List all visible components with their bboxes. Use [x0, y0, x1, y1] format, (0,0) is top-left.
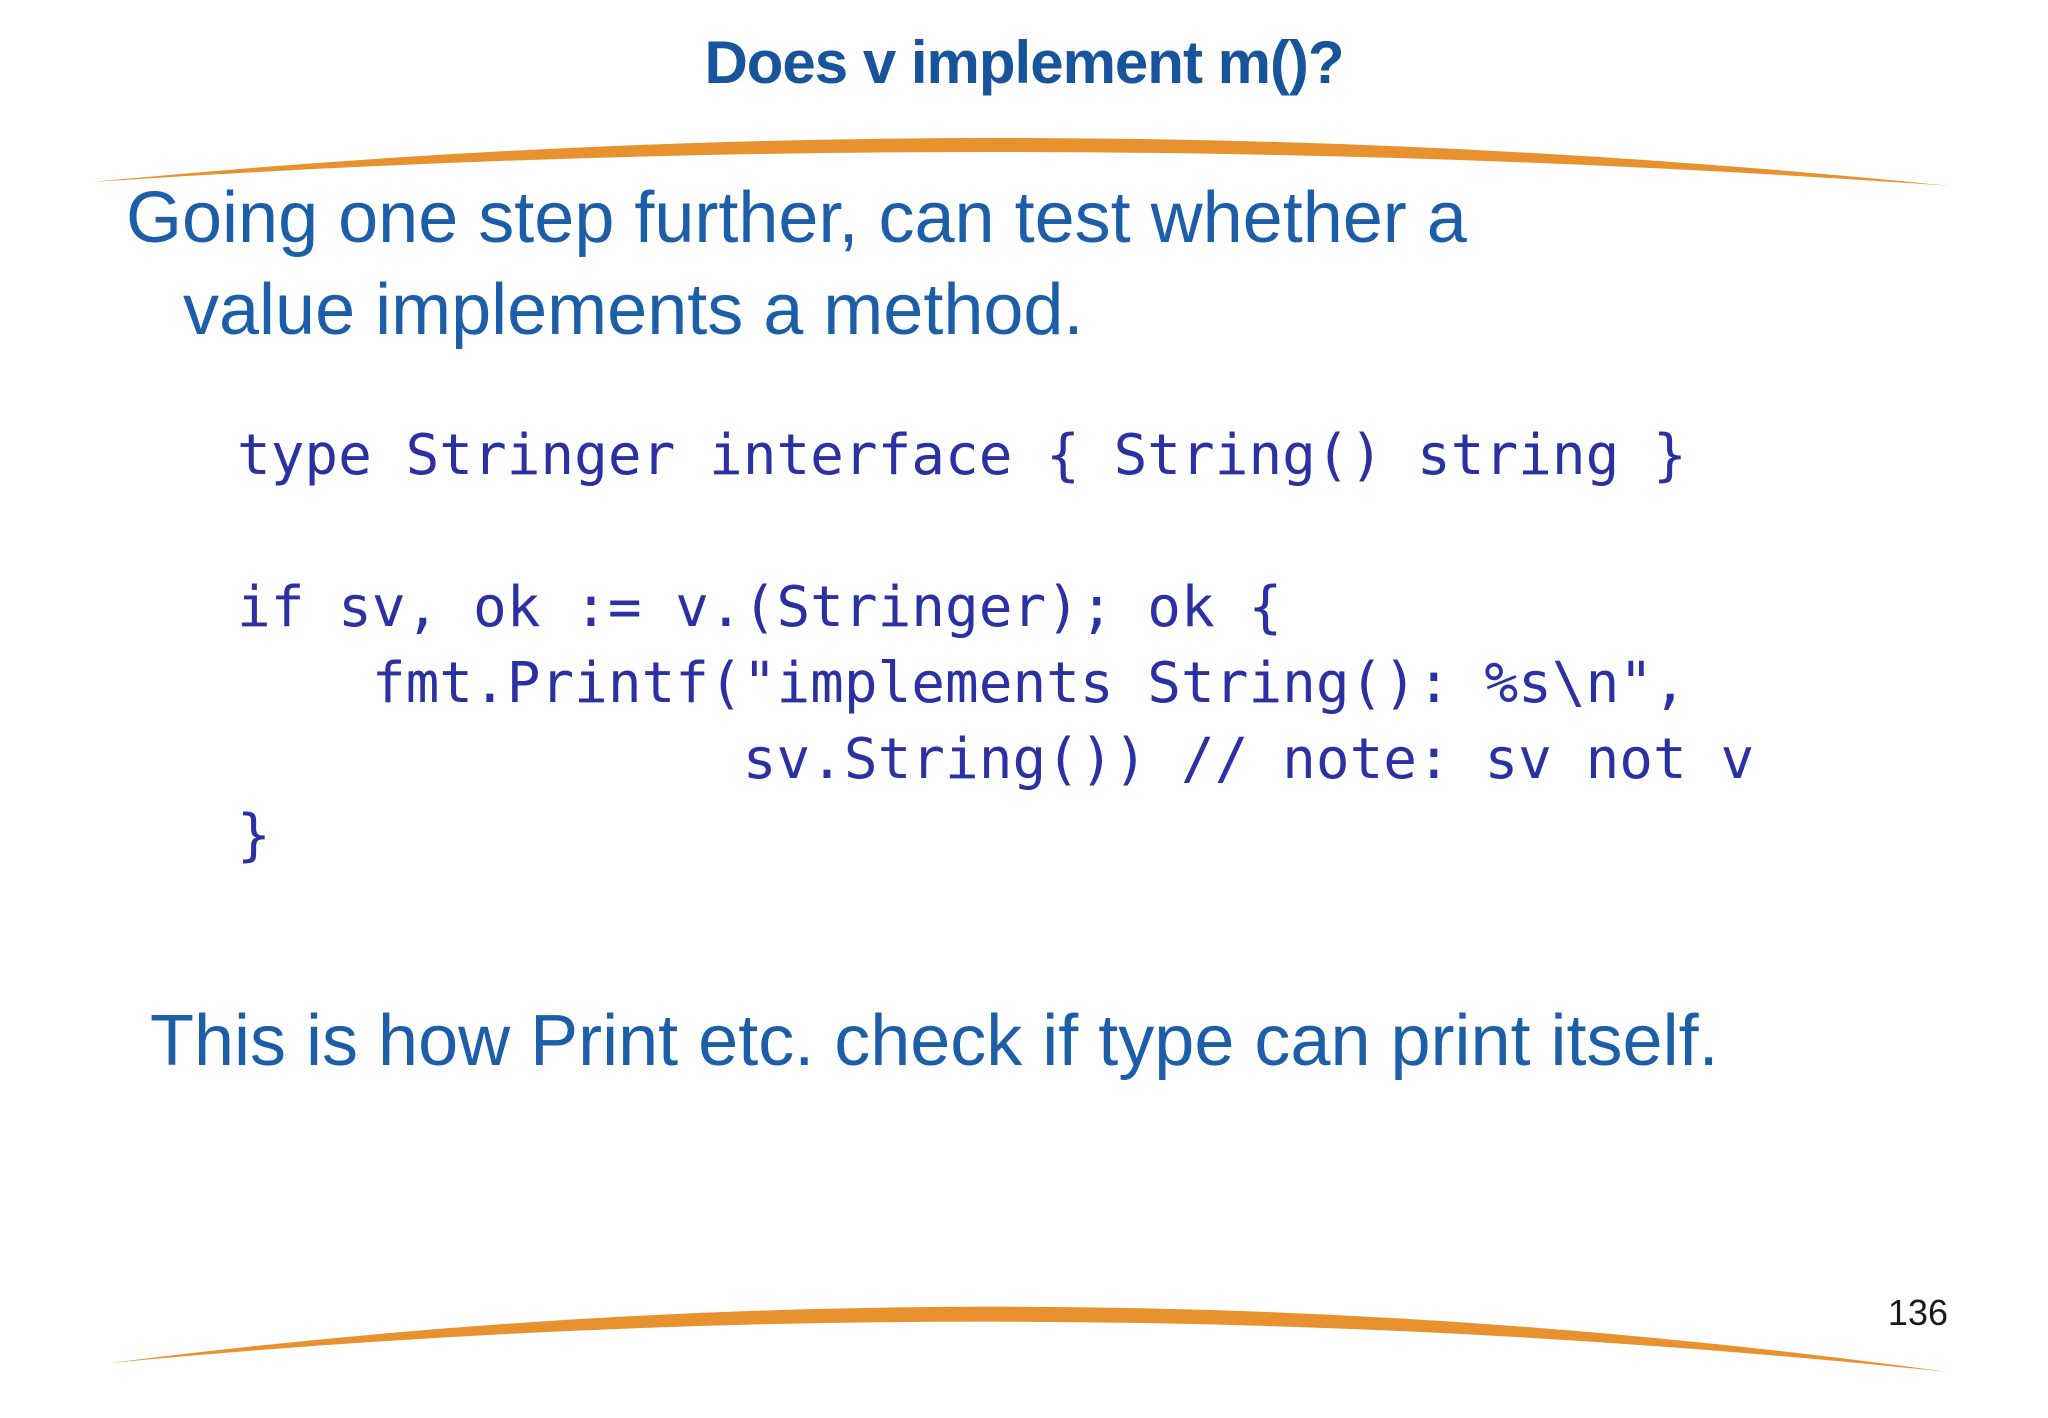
- code-line: }: [237, 803, 271, 868]
- code-line: if sv, ok := v.(Stringer); ok {: [237, 575, 1283, 640]
- intro-line-2: value implements a method.: [183, 270, 1084, 350]
- bottom-arc-divider: [110, 1306, 1948, 1372]
- code-line: [237, 494, 1754, 570]
- closing-sentence: This is how Print etc. check if type can…: [150, 1001, 1719, 1081]
- intro-paragraph: Going one step further, can test whether…: [126, 172, 1467, 356]
- code-line: fmt.Printf("implements String(): %s\n",: [237, 651, 1687, 716]
- intro-line-1: Going one step further, can test whether…: [126, 178, 1467, 258]
- page-number: 136: [1887, 1292, 1948, 1333]
- code-line: sv.String()) // note: sv not v: [237, 727, 1755, 792]
- code-block: type Stringer interface { String() strin…: [237, 418, 1754, 874]
- code-line: type Stringer interface { String() strin…: [237, 423, 1687, 488]
- slide-title: Does v implement m()?: [704, 29, 1344, 96]
